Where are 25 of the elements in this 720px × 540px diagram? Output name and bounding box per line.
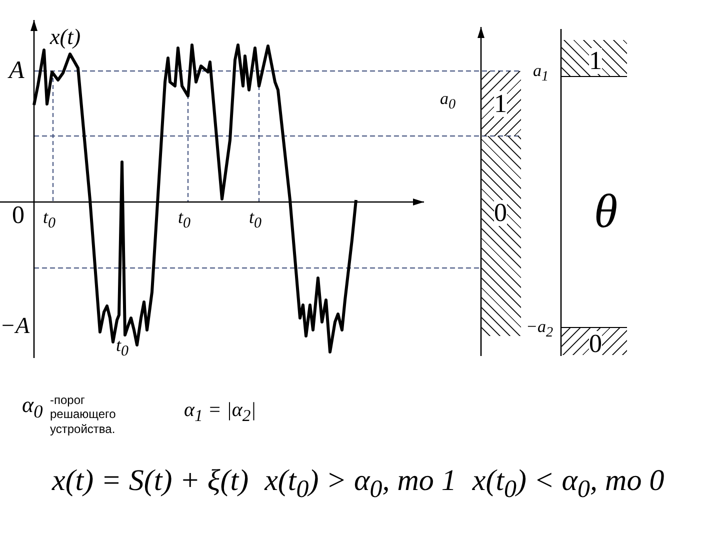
origin-label: 0 [12, 203, 24, 228]
hatched-zone [561, 40, 627, 77]
formula: x(t$_{0}$) < α$_{0}$, то 0 [472, 466, 664, 502]
zone-digit: 1 [494, 91, 507, 117]
threshold-symbol: α$_{0}$ [22, 394, 43, 421]
level-label: −A [0, 314, 30, 337]
zone-digit: 0 [494, 200, 507, 226]
region-symbol: θ [594, 188, 618, 236]
zone-digit: 0 [589, 331, 602, 357]
time-label: t$_{0}$ [249, 208, 262, 232]
axis-label: x(t) [50, 26, 81, 48]
level-label: A [9, 58, 24, 83]
hatched-zone [561, 327, 627, 355]
time-label: t$_{0}$ [178, 208, 191, 232]
formula: x(t$_{0}$) > α$_{0}$, то 1 [264, 466, 456, 502]
threshold-label: a$_{1}$ [533, 62, 549, 84]
formula: x(t) = S(t) + ξ(t) [52, 466, 249, 496]
threshold-label: −a$_{2}$ [526, 318, 554, 340]
hatched-zone [481, 71, 521, 136]
time-label: t$_{0}$ [116, 336, 129, 360]
zone-digit: 1 [589, 48, 602, 74]
note-text: -порог решающего устройства. [50, 393, 117, 436]
threshold-label: a$_{0}$ [440, 90, 456, 112]
time-label: t$_{0}$ [43, 208, 56, 232]
equation: α$_{1}$ = |α$_{2}$| [184, 400, 256, 425]
